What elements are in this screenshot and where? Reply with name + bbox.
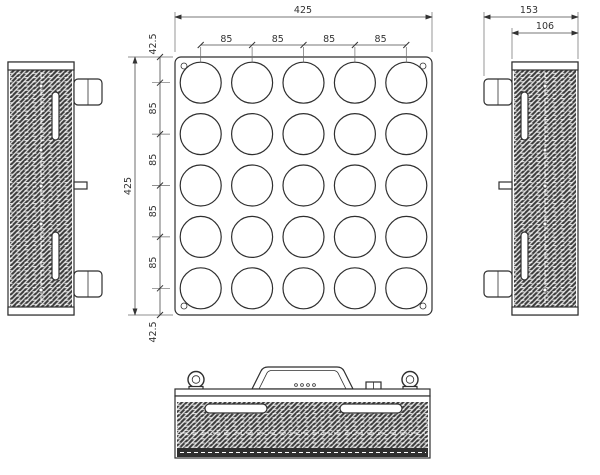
tick <box>156 53 164 61</box>
lamp-hole <box>333 61 376 104</box>
tick <box>248 41 256 49</box>
dim-label-margin-bottom: 42.5 <box>148 321 159 342</box>
left-view-bottom-cap <box>7 306 75 316</box>
screw-dot <box>38 183 44 189</box>
lamp-hole <box>231 113 274 156</box>
bottom-view-slot-left <box>204 403 268 414</box>
front-view <box>174 56 433 316</box>
bottom-elevation-view <box>174 366 431 459</box>
dim-label-side-overall: 153 <box>520 5 538 16</box>
right-view-bottom-cap <box>511 306 579 316</box>
carry-handle <box>251 366 354 390</box>
screw-dot <box>542 147 548 153</box>
dim-label-margin-top: 42.5 <box>148 33 159 54</box>
lamp-hole-grid <box>179 61 428 310</box>
carry-handle-inner-line <box>258 370 347 390</box>
dim-label-pitch-top-2: 85 <box>272 34 284 45</box>
handle-screw <box>312 383 316 387</box>
lamp-hole <box>282 215 325 258</box>
dim-label-pitch-left-1: 85 <box>148 102 159 114</box>
eye-ring-right <box>401 370 419 389</box>
dim-label-pitch-top-3: 85 <box>323 34 335 45</box>
handle-screw <box>306 383 310 387</box>
tick <box>156 233 164 241</box>
lamp-hole <box>333 113 376 156</box>
tick <box>197 41 205 49</box>
tick <box>156 79 164 87</box>
tick <box>351 41 359 49</box>
lamp-hole <box>231 267 274 310</box>
left-view-slot-upper <box>51 91 60 141</box>
right-view-top-cap <box>511 61 579 71</box>
left-view-slot-lower <box>51 231 60 281</box>
eye-ring-left-inner <box>191 375 201 384</box>
eye-ring-left <box>187 370 205 389</box>
screw-dot <box>542 221 548 227</box>
lamp-hole <box>333 267 376 310</box>
tick <box>156 311 164 319</box>
lamp-hole <box>282 164 325 207</box>
handle-screw <box>294 383 298 387</box>
lamp-hole <box>282 267 325 310</box>
lamp-hole <box>231 164 274 207</box>
lamp-hole <box>282 113 325 156</box>
corner-hole <box>419 302 427 310</box>
lamp-hole <box>385 164 428 207</box>
corner-hole <box>180 62 188 70</box>
tick <box>156 182 164 189</box>
dim-label-pitch-left-4: 85 <box>148 257 159 269</box>
lamp-hole <box>385 113 428 156</box>
dim-label-pitch-top-1: 85 <box>220 34 232 45</box>
bottom-view-top-plate <box>174 388 431 397</box>
tick <box>156 284 164 292</box>
screw-dot <box>38 83 44 89</box>
tick <box>156 130 164 138</box>
lamp-hole <box>282 61 325 104</box>
tick <box>300 41 307 49</box>
handle-screw <box>300 383 304 387</box>
lamp-hole <box>231 61 274 104</box>
lamp-hole <box>179 267 222 310</box>
lamp-hole <box>179 61 222 104</box>
dim-label-front-width: 425 <box>294 5 312 16</box>
left-view-pin <box>73 181 88 190</box>
lamp-hole <box>179 164 222 207</box>
left-side-view <box>7 61 103 316</box>
dim-label-side-body: 106 <box>536 21 554 32</box>
screw-dot <box>38 287 44 293</box>
lamp-hole <box>333 215 376 258</box>
tick <box>402 41 410 49</box>
right-view-dimensions: 153 106 <box>483 5 579 76</box>
corner-hole <box>180 302 188 310</box>
right-view-slot-upper <box>520 91 529 141</box>
dim-label-pitch-top-4: 85 <box>375 34 387 45</box>
lamp-hole <box>385 61 428 104</box>
lamp-hole <box>385 267 428 310</box>
right-view-pin <box>498 181 513 190</box>
eye-ring-right-inner <box>405 375 415 384</box>
screw-dot <box>38 221 44 227</box>
screw-dot <box>38 147 44 153</box>
lamp-hole <box>333 164 376 207</box>
screw-dot <box>542 183 548 189</box>
front-view-dimensions: 425 85 85 85 85 42.5 85 85 <box>123 5 433 343</box>
dim-label-front-height: 425 <box>123 177 134 195</box>
corner-hole <box>419 62 427 70</box>
dim-label-pitch-left-2: 85 <box>148 154 159 166</box>
lamp-hole <box>385 215 428 258</box>
lamp-hole <box>231 215 274 258</box>
screw-dot <box>542 287 548 293</box>
dim-label-pitch-left-3: 85 <box>148 205 159 217</box>
left-view-top-cap <box>7 61 75 71</box>
screw-dot <box>542 83 548 89</box>
lamp-hole <box>179 113 222 156</box>
lamp-hole <box>179 215 222 258</box>
bottom-view-slot-right <box>339 403 403 414</box>
right-side-view <box>483 61 579 316</box>
right-view-slot-lower <box>520 231 529 281</box>
